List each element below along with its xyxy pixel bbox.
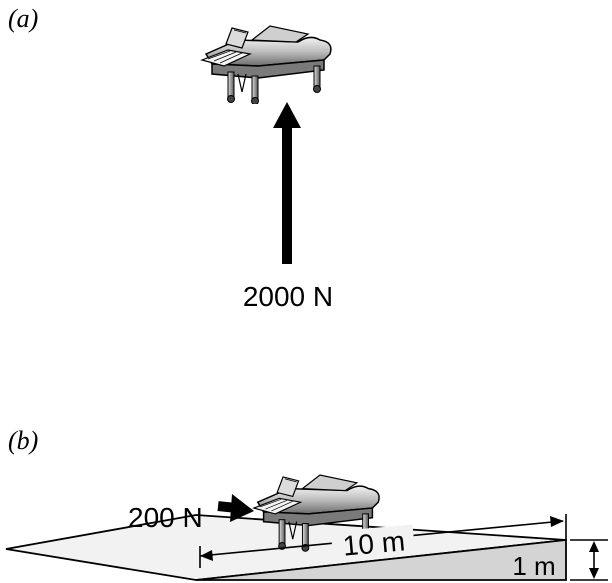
force-arrow-b xyxy=(217,494,254,522)
length-label: 10 m xyxy=(342,525,407,561)
height-label: 1 m xyxy=(512,551,555,581)
panel-b-label: (b) xyxy=(8,426,39,455)
height-dimension xyxy=(570,539,608,581)
ramp-side-face xyxy=(195,538,567,581)
piano-icon-a xyxy=(201,25,332,104)
force-label-b: 200 N xyxy=(128,502,203,533)
force-arrow-a xyxy=(273,102,301,264)
panel-a-label: (a) xyxy=(8,4,39,33)
arrowhead-icon-a xyxy=(273,102,301,128)
force-label-a: 2000 N xyxy=(243,281,333,312)
length-label-bg xyxy=(330,524,416,562)
arrowhead-icon-b xyxy=(230,494,254,522)
